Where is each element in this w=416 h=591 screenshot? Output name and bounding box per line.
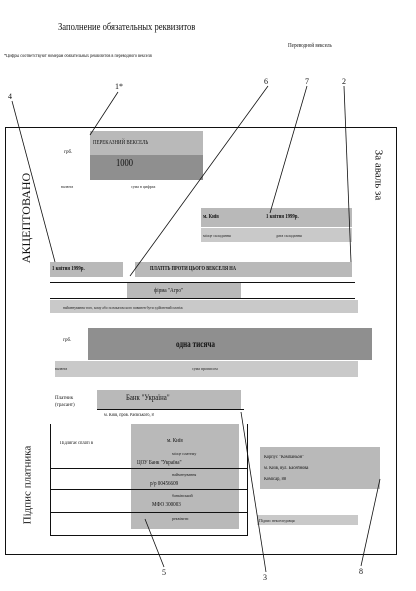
pay-order: ПЛАТІТЬ ПРОТИ ЦЬОГО ВЕКСЕЛЯ НА [150, 266, 236, 272]
caption-bank: найменування [172, 472, 197, 477]
callout-8: 8 [359, 567, 363, 576]
payer-name-box [97, 390, 241, 409]
drawer-extra: Комісар, 88 [264, 477, 287, 482]
amount-words: одна тисяча [176, 339, 216, 349]
callout-6: 6 [264, 77, 268, 86]
caption-drawer: Підпис векселедавця [259, 518, 295, 523]
payee-caption-box [50, 300, 358, 313]
callout-3: 3 [263, 573, 267, 582]
due-date: 1 квітня 1999р. [52, 266, 85, 272]
footnote: *Цифры соответствуют номерам обязательны… [4, 54, 152, 59]
doc-type-box [90, 131, 203, 155]
date-of-issue: 1 квітня 1999р. [266, 214, 299, 220]
drawer-name: Корпус "Компаньон" [264, 455, 305, 460]
payer-name: Банк "Україна" [126, 393, 170, 402]
caption-place: місце складання [203, 233, 231, 238]
due-date-box [50, 262, 123, 277]
page-title: Заполнение обязательных реквизитов [58, 21, 196, 33]
payee-box [127, 283, 241, 299]
pay-order-box [135, 262, 352, 277]
drawer-sign-box [257, 515, 358, 525]
amount-digits-box [90, 155, 203, 180]
pay-mfo: МФО 300003 [152, 502, 181, 508]
pay-place-label: Підлягає сплаті в [60, 441, 94, 446]
payer-address: м. Київ, пров. Раєвського, 8 [104, 413, 154, 418]
caption-pay-place: місце платежу [172, 451, 197, 456]
pay-line-3 [50, 512, 248, 513]
amount-words-box [88, 328, 372, 360]
place-of-issue: м. Київ [203, 214, 219, 220]
caption-currency: валюта [61, 184, 74, 189]
payment-box [131, 424, 239, 529]
caption-amount-words-currency: валюта [55, 366, 68, 371]
doc-type: ПЕРЕКАЗНИЙ ВЕКСЕЛЬ [93, 140, 149, 146]
payer-label: Платник (трасант) [55, 396, 75, 408]
place-date-box [201, 208, 352, 227]
bill-frame [5, 127, 397, 555]
drawer-address: м. Київ, вул. Басейнова [264, 466, 309, 471]
callout-4: 4 [8, 92, 12, 101]
amount-words-caption-box [55, 361, 358, 377]
pay-account: р/р 00456609 [150, 481, 179, 487]
callout-7: 7 [305, 77, 309, 86]
callout-5: 5 [162, 568, 166, 577]
pay-bank: ЦОУ Банк "Україна" [137, 460, 182, 466]
caption-mfo: реквізити [172, 516, 189, 521]
side-label: Переводной вексель [288, 43, 332, 49]
payee-line [50, 298, 355, 299]
caption-date: дата складання [276, 233, 302, 238]
payee: фірма "Агро" [154, 288, 183, 294]
callout-2: 2 [342, 77, 346, 86]
drawer-box [260, 447, 380, 489]
payer-line [97, 409, 244, 410]
payment-frame [50, 424, 248, 536]
amount-words-currency: грб. [63, 338, 72, 343]
caption-amount-digits: сума в цифрах [131, 184, 156, 189]
currency-short: грб. [64, 150, 73, 155]
place-date-caption-box [201, 228, 352, 242]
caption-payee: найменування того, кому або за наказом к… [63, 305, 183, 310]
due-line [50, 282, 355, 283]
caption-amount-words: сума прописом [192, 366, 218, 371]
pay-line-2 [50, 489, 248, 490]
callout-1: 1* [115, 82, 123, 91]
pay-place-city: м. Київ [167, 438, 183, 444]
amount-digits: 1000 [116, 158, 133, 169]
pay-line-1 [50, 468, 248, 469]
caption-account: банківський [172, 493, 193, 498]
